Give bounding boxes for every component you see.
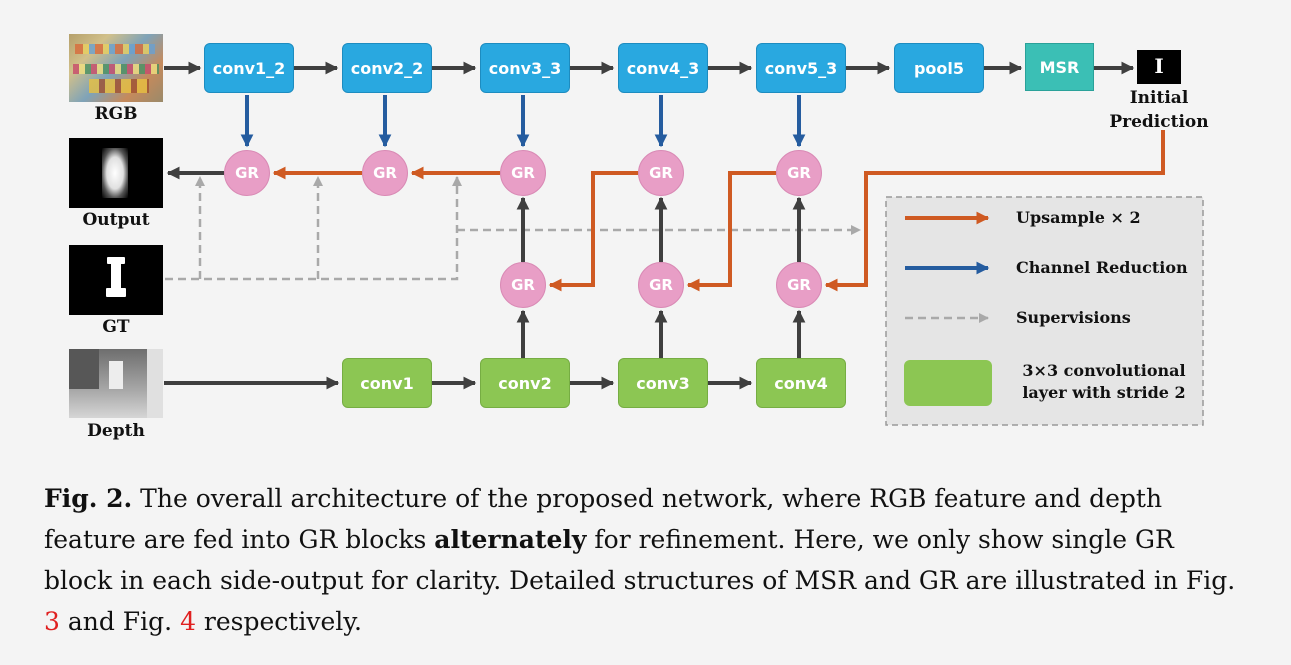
- legend-channel-reduction-label: Channel Reduction: [1016, 258, 1188, 277]
- depth-image: [69, 349, 163, 418]
- conv3-3-block: conv3_3: [480, 43, 570, 93]
- gr-block-3: GR: [500, 150, 546, 196]
- caption-text-4: respectively.: [195, 607, 362, 636]
- output-image: [69, 138, 163, 208]
- caption-emphasis: alternately: [434, 525, 587, 554]
- legend-upsample-label: Upsample × 2: [1016, 208, 1141, 227]
- caption-ref-fig-3[interactable]: 3: [44, 607, 60, 636]
- conv1-2-block: conv1_2: [204, 43, 294, 93]
- caption-fig-label: Fig. 2.: [44, 484, 133, 513]
- depth-label: Depth: [87, 421, 145, 441]
- rgb-label: RGB: [94, 104, 138, 124]
- pool5-block: pool5: [894, 43, 984, 93]
- caption-text-3: and Fig.: [59, 607, 181, 636]
- initial-prediction-label: Initial Prediction: [1109, 88, 1209, 132]
- gr-block-1: GR: [224, 150, 270, 196]
- depth-conv3-block: conv3: [618, 358, 708, 408]
- depth-conv2-block: conv2: [480, 358, 570, 408]
- legend-conv-swatch: [904, 360, 992, 406]
- architecture-diagram: RGB Output GT Depth I Initial Prediction…: [69, 34, 1209, 441]
- conv4-3-block: conv4_3: [618, 43, 708, 93]
- caption-text-2: for refinement. Here, we only show singl…: [44, 525, 1236, 595]
- legend-conv-label: 3×3 convolutional layer with stride 2: [1022, 361, 1186, 402]
- legend-supervision-label: Supervisions: [1016, 308, 1131, 327]
- gr-block-depth-4: GR: [776, 262, 822, 308]
- output-label: Output: [82, 210, 150, 230]
- initial-prediction-glyph: I: [1154, 54, 1164, 78]
- channel-reduction-arrows: [240, 95, 806, 148]
- gr-block-4: GR: [638, 150, 684, 196]
- gt-image: [69, 245, 163, 315]
- upsample-arrows: [272, 130, 1165, 292]
- conv2-2-block: conv2_2: [342, 43, 432, 93]
- gr-block-depth-3: GR: [638, 262, 684, 308]
- gr-block-5: GR: [776, 150, 822, 196]
- depth-conv4-block: conv4: [756, 358, 846, 408]
- gt-label: GT: [102, 317, 130, 337]
- depth-stream-arrows: [164, 196, 806, 390]
- gr-block-depth-2: GR: [500, 262, 546, 308]
- caption-text-1: The overall architecture of the proposed…: [44, 484, 1163, 554]
- msr-block: MSR: [1025, 43, 1094, 91]
- conv5-3-block: conv5_3: [756, 43, 846, 93]
- initial-prediction-image: I: [1137, 50, 1181, 84]
- caption-ref-fig-4[interactable]: 4: [180, 607, 196, 636]
- figure-caption: Fig. 2. The overall architecture of the …: [44, 478, 1244, 642]
- gr-block-2: GR: [362, 150, 408, 196]
- rgb-image: [69, 34, 163, 102]
- depth-conv1-block: conv1: [342, 358, 432, 408]
